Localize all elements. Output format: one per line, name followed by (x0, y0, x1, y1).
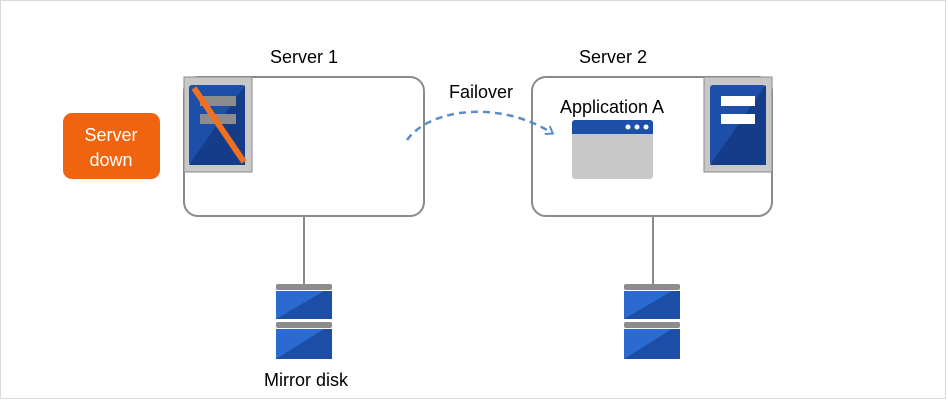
server2-node (531, 76, 773, 217)
status-badge-line2: down (89, 150, 132, 170)
failover-arrow (405, 110, 552, 141)
server1-label: Server 1 (270, 47, 338, 67)
mirror-disk-1-icon (276, 284, 332, 359)
server2-label: Server 2 (579, 47, 647, 67)
mirror-disk-2-icon (624, 284, 680, 359)
status-badge-line1: Server (84, 125, 137, 145)
server2-active-icon (703, 76, 773, 173)
disk-label: Mirror disk (264, 370, 349, 390)
failed-slash-icon (191, 86, 247, 164)
server1-node (183, 76, 425, 217)
server1-failed-icon (183, 76, 253, 173)
application-label: Application A (560, 97, 664, 117)
failover-label: Failover (449, 82, 513, 102)
status-badge: Server down (63, 113, 160, 179)
application-window-icon (572, 120, 653, 179)
